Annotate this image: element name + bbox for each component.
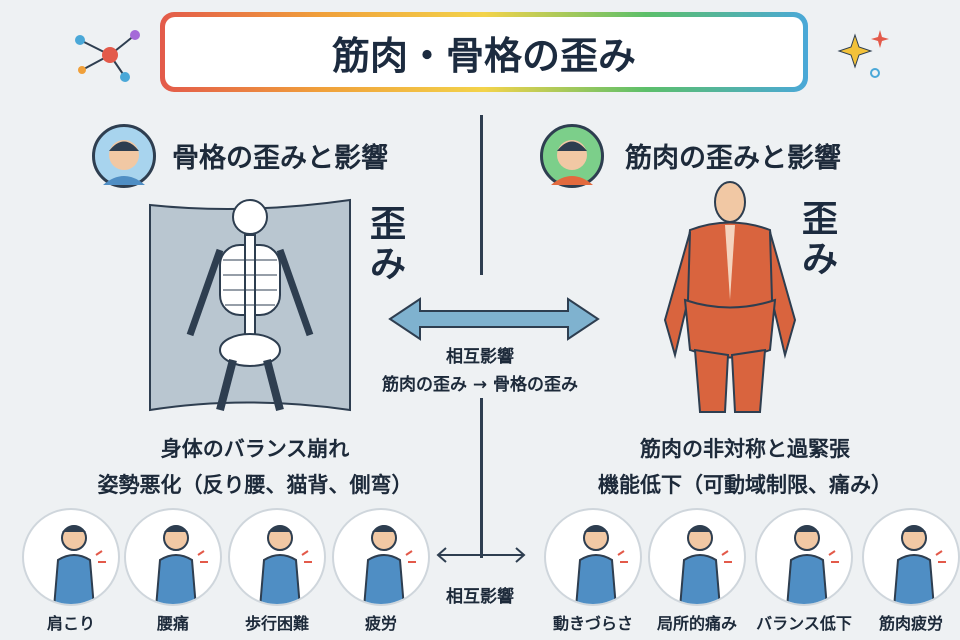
symptom-label: 局所的痛み: [656, 614, 737, 633]
flow-from: 筋肉の歪み: [381, 375, 467, 395]
title-banner: 筋肉・骨格の歪み: [160, 12, 808, 92]
page-title: 筋肉・骨格の歪み: [165, 17, 803, 87]
divider-top: [480, 115, 483, 275]
muscle-illustration: [663, 181, 797, 413]
symptom-illustration: [648, 508, 746, 606]
molecule-icon: [75, 30, 140, 82]
symptom-illustration: [862, 508, 960, 606]
muscle-distortion-label: 歪み: [801, 199, 838, 280]
sparkle-icon: [837, 30, 889, 78]
avatar-worried: [92, 124, 156, 188]
symptom-label: バランス低下: [756, 614, 852, 633]
symptom-illustration: [332, 508, 430, 606]
flow-text: 筋肉の歪み → 骨格の歪み: [340, 370, 620, 395]
symptom-illustration: [228, 508, 326, 606]
symptom-label: 歩行困難: [244, 614, 309, 633]
symptom-label: 筋肉疲労: [878, 614, 943, 633]
symptom-label: 肩こり: [46, 614, 95, 633]
skeleton-heading: 骨格の歪みと影響: [172, 143, 388, 174]
skeleton-illustration: [149, 198, 351, 412]
divider-bottom: [480, 398, 483, 558]
bottom-interaction-label: 相互影響: [446, 587, 514, 607]
skeleton-distortion-label: 歪み: [369, 204, 406, 285]
left-summary-1: 身体のバランス崩れ: [160, 437, 350, 461]
right-summary-2: 機能低下（可動域制限、痛み）: [598, 473, 892, 497]
right-summary-1: 筋肉の非対称と過緊張: [640, 437, 850, 461]
flow-to: 骨格の歪み: [493, 375, 579, 395]
flow-arrow: →: [472, 375, 488, 395]
interaction-label: 相互影響: [446, 347, 514, 367]
left-summary-2: 姿勢悪化（反り腰、猫背、側弯）: [97, 473, 413, 497]
symptom-illustration: [755, 508, 853, 606]
symptom-illustration: [22, 508, 120, 606]
muscle-heading: 筋肉の歪みと影響: [625, 143, 841, 174]
symptom-illustration: [544, 508, 642, 606]
symptom-label: 動きづらさ: [552, 614, 633, 633]
avatar-sad: [540, 124, 604, 188]
double-arrow-icon: [388, 297, 600, 341]
bottom-double-arrow-icon: [436, 547, 526, 563]
symptom-label: 腰痛: [156, 614, 189, 633]
symptom-label: 疲労: [364, 614, 397, 633]
symptom-illustration: [124, 508, 222, 606]
